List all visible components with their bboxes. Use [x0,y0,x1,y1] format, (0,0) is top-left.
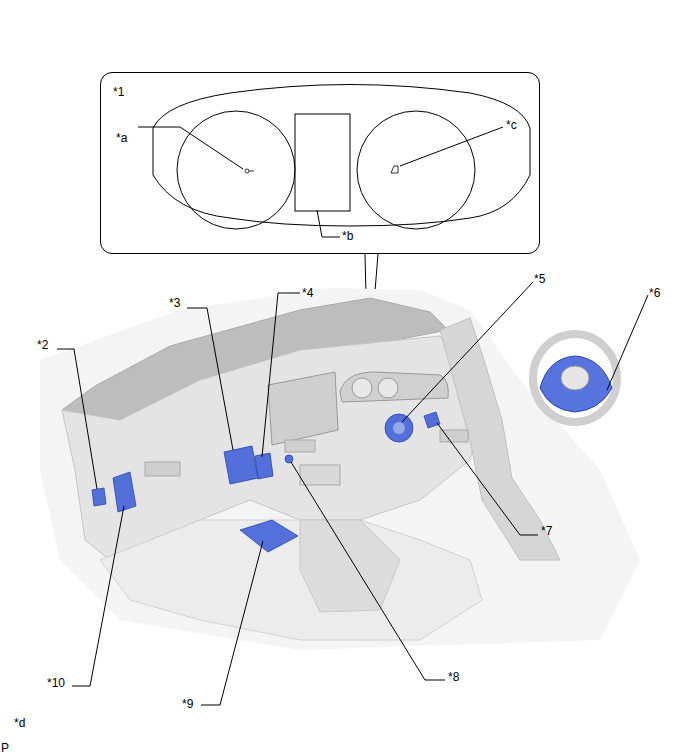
part-5 [385,414,413,442]
indicator-icon [391,166,398,173]
leader-line [317,210,340,237]
gauge [378,378,398,398]
inset-ground [101,73,539,253]
cluster-hood [340,372,448,402]
leader-line [57,349,97,489]
callout-number: *c [506,118,517,132]
callout-box: *1 [100,72,540,254]
part-10 [113,472,136,512]
callout-number: *6 [649,286,660,300]
part-5-center [393,422,405,434]
leader-line [72,506,124,686]
console [300,520,400,612]
vent [440,430,468,442]
callout-number: *b [342,229,353,243]
control-panel [300,465,340,485]
callout-number: *3 [169,296,180,310]
steering-wheel [533,334,617,422]
display [268,372,338,445]
leader-line [138,127,243,169]
callout-number: *4 [302,286,313,300]
callout-number: *8 [448,670,459,684]
leader-line [291,462,445,680]
gauge [352,378,372,398]
callout-number: *7 [541,524,552,538]
leader-line [402,282,533,422]
right-gauge [357,111,475,229]
indicator-icon [245,169,254,173]
center-display [295,114,350,211]
part-8 [285,455,293,463]
vent [145,462,180,476]
callout-number: P [1,741,9,755]
part-2 [92,488,106,506]
part-3 [224,446,258,484]
part-9 [240,520,298,552]
wheel-pad [561,366,589,390]
part-4 [255,453,273,479]
leader-line [201,541,263,705]
leader-line [400,127,503,166]
callout-number: *d [14,716,25,730]
cabin-ground [40,288,640,650]
floor [100,520,482,640]
leader-line [607,295,648,390]
callout-number: *9 [182,697,193,711]
vent [285,440,315,452]
callout-number: *a [116,131,127,145]
left-gauge [177,111,295,229]
part-7 [424,412,440,428]
callout-number: *1 [113,85,124,99]
leader-line [262,293,300,457]
callout-number: *5 [534,272,545,286]
leader-line [437,423,538,535]
callout-number: *10 [47,676,65,690]
part-6 [540,356,612,412]
leader-line [187,308,233,450]
callout-number: *2 [37,338,48,352]
